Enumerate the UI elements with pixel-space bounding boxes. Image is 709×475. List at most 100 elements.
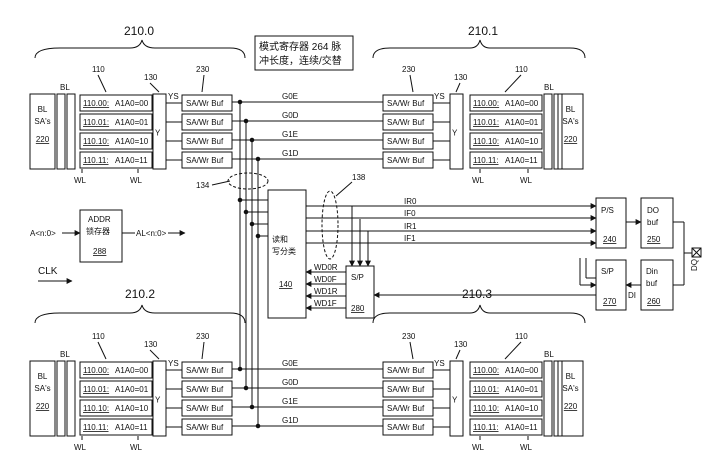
sa-wr-buffer-label: SA/Wr Buf — [387, 385, 425, 394]
read-write-switch: 读和 写分类 140 — [267, 189, 307, 319]
array-row-addr: A1A0=10 — [115, 137, 149, 146]
sense-amp-num: 220 — [564, 402, 578, 411]
y-decoder-box — [152, 360, 167, 437]
ref-230: 230 — [196, 65, 210, 74]
bus-label: G1E — [282, 397, 298, 406]
array-row — [469, 132, 543, 150]
sense-amp-num: 220 — [564, 135, 578, 144]
array-row-id: 110.11: — [473, 156, 499, 165]
ps-240-label: P/S — [601, 206, 614, 215]
y-decoder-label: Y — [155, 129, 161, 138]
switch-tap-junction — [237, 197, 243, 203]
bus-junction — [249, 404, 255, 410]
bitline-column — [66, 360, 76, 437]
array-row-id: 110.11: — [83, 156, 109, 165]
din-buffer-line1: Din — [646, 267, 658, 276]
array-row — [469, 361, 543, 379]
ref-134-label: 134 — [196, 181, 210, 190]
io-connections — [579, 219, 692, 288]
array-row-addr: A1A0=11 — [115, 156, 148, 165]
sense-amp-label: SA's — [34, 384, 50, 393]
mode-register-line1: 模式寄存器 264 脉 — [259, 40, 341, 53]
array-row — [469, 418, 543, 436]
sense-amp-bl-label: BL — [566, 372, 576, 381]
array-row — [469, 399, 543, 417]
sense-amp-box — [29, 93, 56, 170]
bus-junction — [249, 137, 255, 143]
sa-wr-buffer-label: SA/Wr Buf — [387, 137, 425, 146]
bank-210-3: BLSA's220110.00:A1A0=00110.01:A1A0=01110… — [382, 332, 584, 452]
sa-wr-buffer-label: SA/Wr Buf — [186, 99, 224, 108]
address-input-label: A<n:0> — [30, 229, 56, 238]
bl-label: BL — [544, 350, 554, 359]
switch-tap-junction — [243, 209, 249, 215]
array-row-id: 110.10: — [83, 137, 109, 146]
sp-270-label: S/P — [601, 267, 614, 276]
read-signal-label: IF1 — [404, 234, 416, 243]
y-decoder-box — [449, 93, 464, 170]
bus-label: G1D — [282, 416, 299, 425]
ps-240-num: 240 — [603, 235, 617, 244]
sa-wr-buffer-label: SA/Wr Buf — [387, 156, 425, 165]
sense-amp-box — [29, 360, 56, 437]
do-buffer-line2: buf — [647, 218, 659, 227]
di-label: DI — [628, 291, 636, 300]
array-row — [79, 113, 153, 131]
bitline-column — [56, 360, 66, 437]
ref-110: 110 — [515, 332, 528, 341]
y-decoder-box — [152, 93, 167, 170]
sa-wr-buffer-label: SA/Wr Buf — [387, 423, 425, 432]
array-row-addr: A1A0=01 — [115, 118, 149, 127]
ref-130: 130 — [144, 340, 158, 349]
bus-junction — [255, 423, 261, 429]
y-decoder-label: Y — [452, 129, 458, 138]
array-row-id: 110.00: — [473, 366, 499, 375]
read-signal-label: IF0 — [404, 209, 416, 218]
sense-amp-bl-label: BL — [38, 372, 48, 381]
bus-junction — [237, 366, 243, 372]
din-buffer: Din buf 260 — [640, 259, 674, 311]
array-row-id: 110.00: — [83, 366, 109, 375]
sp-280: S/P 280 — [345, 265, 375, 319]
ref-230-leader — [409, 341, 414, 360]
sp-270-num: 270 — [603, 297, 617, 306]
sa-wr-buffer-label: SA/Wr Buf — [387, 404, 425, 413]
do-buffer-line1: DO — [647, 206, 659, 215]
array-row-addr: A1A0=01 — [505, 385, 539, 394]
array-row-addr: A1A0=10 — [115, 404, 149, 413]
do-buffer-num: 250 — [647, 235, 661, 244]
array-row — [469, 113, 543, 131]
array-row-addr: A1A0=10 — [505, 137, 539, 146]
array-row-addr: A1A0=01 — [505, 118, 539, 127]
bus-label: G0D — [282, 378, 299, 387]
read-write-num: 140 — [279, 280, 293, 289]
y-decoder-box — [449, 360, 464, 437]
bank-210-1: BLSA's220110.00:A1A0=00110.01:A1A0=01110… — [382, 65, 584, 185]
array-row-id: 110.01: — [473, 385, 499, 394]
bank-braces — [34, 39, 586, 324]
wl-label: WL — [472, 443, 485, 452]
array-row — [79, 94, 153, 112]
ref-230-leader — [409, 74, 414, 93]
address-latch-num: 288 — [93, 247, 107, 256]
y-decoder-label: Y — [452, 396, 458, 405]
sense-amp-label: SA's — [34, 117, 50, 126]
switch-tap-junction — [249, 221, 255, 227]
bl-label: BL — [60, 83, 70, 92]
bus-label: G0E — [282, 92, 298, 101]
wl-label: WL — [74, 443, 87, 452]
ref-110-leader — [97, 74, 107, 93]
bus-junction — [243, 385, 249, 391]
switch-tap-junction — [255, 233, 261, 239]
array-row-addr: A1A0=00 — [115, 366, 149, 375]
ref-130-leader — [455, 349, 461, 360]
do-buffer: DO buf 250 — [640, 197, 674, 249]
sense-amp-box — [557, 93, 584, 170]
array-row — [79, 151, 153, 169]
read-write-line2: 写分类 — [272, 246, 296, 256]
sa-wr-buffer-label: SA/Wr Buf — [186, 366, 224, 375]
array-row — [79, 380, 153, 398]
